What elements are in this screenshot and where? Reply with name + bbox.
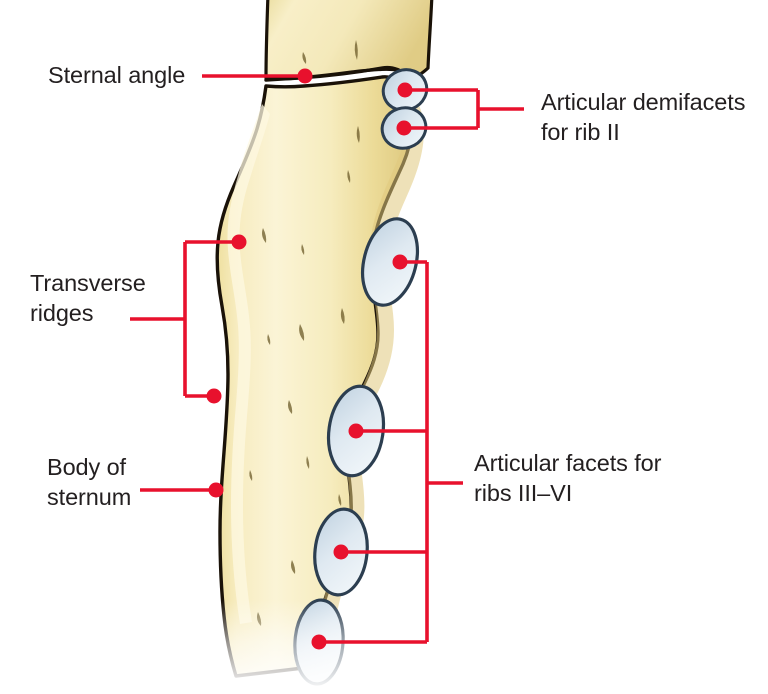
dot-facet-rib-III	[392, 254, 408, 270]
articular-facet-rib-III	[361, 217, 419, 307]
bone-left-highlight	[227, 104, 270, 624]
bracket-articular-facets	[319, 260, 463, 644]
leader-dots	[206, 68, 413, 650]
label-articular-facets-line-1: Articular facets for	[474, 450, 662, 476]
label-articular-facets: Articular facets for ribs III–VI	[474, 448, 661, 508]
dot-transverse-ridge-upper	[231, 234, 247, 250]
dot-sternal-angle	[297, 68, 313, 84]
label-body-of-sternum-line-2: sternum	[47, 484, 132, 510]
bone-surface-speckles	[249, 40, 360, 626]
dot-demifacet-upper	[397, 82, 413, 98]
dot-facet-rib-IV	[348, 423, 364, 439]
label-articular-facets-line-2: ribs III–VI	[474, 480, 573, 506]
label-transverse-ridges: Transverse ridges	[30, 268, 146, 328]
leader-lines	[130, 74, 524, 644]
label-articular-demifacets-line-1: Articular demifacets	[541, 89, 746, 115]
dot-body-of-sternum	[208, 482, 224, 498]
label-transverse-ridges-line-2: ridges	[30, 300, 94, 326]
sternal-angle-line	[264, 67, 400, 82]
bone-right-shading	[318, 84, 424, 648]
label-transverse-ridges-line-1: Transverse	[30, 270, 146, 296]
bone-group	[180, 0, 460, 694]
dot-facet-rib-V	[333, 544, 349, 560]
dot-transverse-ridge-lower	[206, 388, 222, 404]
dot-facet-rib-VI	[311, 634, 327, 650]
label-body-of-sternum-line-1: Body of	[47, 454, 126, 480]
bracket-transverse-ridges	[130, 240, 239, 398]
bracket-demifacets	[404, 88, 524, 130]
label-articular-demifacets: Articular demifacets for rib II	[541, 87, 745, 147]
dot-demifacet-lower	[396, 120, 412, 136]
label-sternal-angle: Sternal angle	[48, 62, 186, 88]
label-articular-demifacets-line-2: for rib II	[541, 119, 620, 145]
manubrium-shape	[264, 0, 434, 82]
label-body-of-sternum: Body of sternum	[47, 452, 131, 512]
